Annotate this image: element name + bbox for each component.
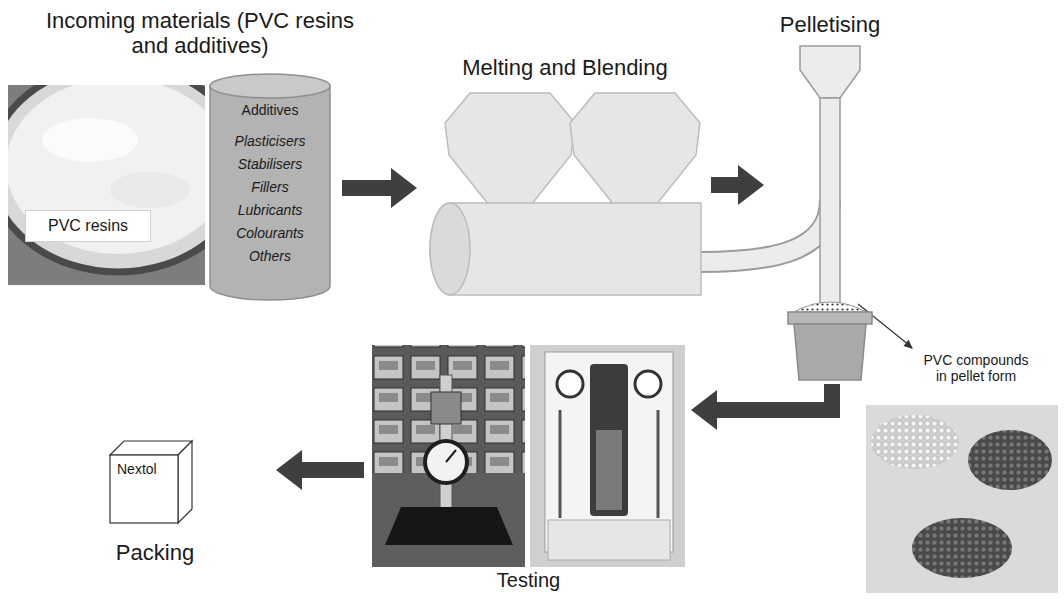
container-rim	[788, 312, 872, 324]
hardness-tester-photo	[372, 345, 525, 567]
melt-flow-tester-photo	[596, 430, 622, 510]
feed-pipe	[700, 200, 830, 262]
melt-flow-tester-photo	[557, 371, 583, 397]
resin-bowl	[8, 85, 205, 272]
box-side	[178, 441, 192, 523]
melt-flow-tester-photo	[635, 371, 661, 397]
mixer-hopper	[445, 93, 575, 205]
melt-flow-tester-photo	[590, 364, 628, 516]
cylinder-top	[210, 74, 330, 98]
pellet-container	[794, 324, 866, 380]
node-heading: Melting and Blending	[425, 55, 705, 80]
testing-group: Testing	[372, 345, 685, 595]
flow-arrow	[302, 462, 364, 478]
melt-flow-tester-photo	[548, 520, 670, 560]
node-heading: Additives	[208, 102, 332, 118]
melt-flow-tester-photo	[530, 345, 685, 567]
resin-label-box: PVC resins	[25, 210, 151, 242]
resin-photo	[8, 85, 205, 272]
hardness-tester-photo	[446, 450, 456, 462]
flow-arrow	[711, 177, 738, 193]
mixer-hopper	[570, 93, 700, 205]
extruder-barrel-end	[430, 203, 470, 295]
hardness-tester-photo	[431, 392, 461, 424]
resin-powder	[42, 118, 138, 162]
extruder-barrel	[430, 203, 701, 295]
pellet-photo	[866, 405, 1058, 593]
section-heading: Incoming materials (PVC resins and addit…	[45, 8, 355, 59]
pelletiser-pipe	[820, 98, 840, 304]
node-label: PVC resins	[48, 217, 128, 235]
pellet-photo	[912, 518, 1012, 578]
additives-cylinder: AdditivesPlasticisers Stabilisers Filler…	[208, 72, 332, 302]
extruder-shape: Melting and Blending	[425, 55, 705, 300]
node-heading: Packing	[100, 540, 210, 565]
pellet-photo	[871, 415, 959, 469]
melt-flow-tester-photo	[559, 410, 562, 518]
resin-photo	[0, 64, 246, 285]
packing-box: NextolPacking	[100, 435, 270, 575]
resin-powder	[110, 172, 190, 208]
pelletiser-shape: Pelletising	[770, 12, 890, 380]
pelletiser-shape	[770, 12, 890, 380]
hardness-tester-photo	[425, 441, 467, 483]
pellet-photo	[968, 430, 1052, 490]
node-body: Plasticisers Stabilisers Fillers Lubrica…	[225, 130, 315, 268]
node-heading: Testing	[372, 569, 685, 592]
pellet-photo	[866, 405, 1058, 593]
flow-arrow	[717, 384, 832, 410]
hardness-tester-photo	[385, 507, 513, 545]
melt-flow-tester-photo	[530, 345, 685, 567]
extruder-shape	[425, 55, 705, 300]
leader-line	[904, 340, 914, 349]
feed-pipe	[700, 200, 830, 262]
hardness-tester-photo	[372, 345, 525, 567]
melt-flow-tester-photo	[657, 410, 660, 518]
cylinder-body	[210, 86, 330, 300]
node-heading: Pelletising	[770, 12, 890, 37]
callout-label: PVC compounds in pellet form	[920, 352, 1032, 384]
feed-pipe	[700, 200, 830, 262]
pelletiser-hopper	[800, 46, 860, 98]
box-brand: Nextol	[117, 461, 270, 477]
pellet-mound	[794, 302, 866, 312]
flow-arrow	[342, 180, 391, 196]
resin-powder	[8, 85, 205, 254]
